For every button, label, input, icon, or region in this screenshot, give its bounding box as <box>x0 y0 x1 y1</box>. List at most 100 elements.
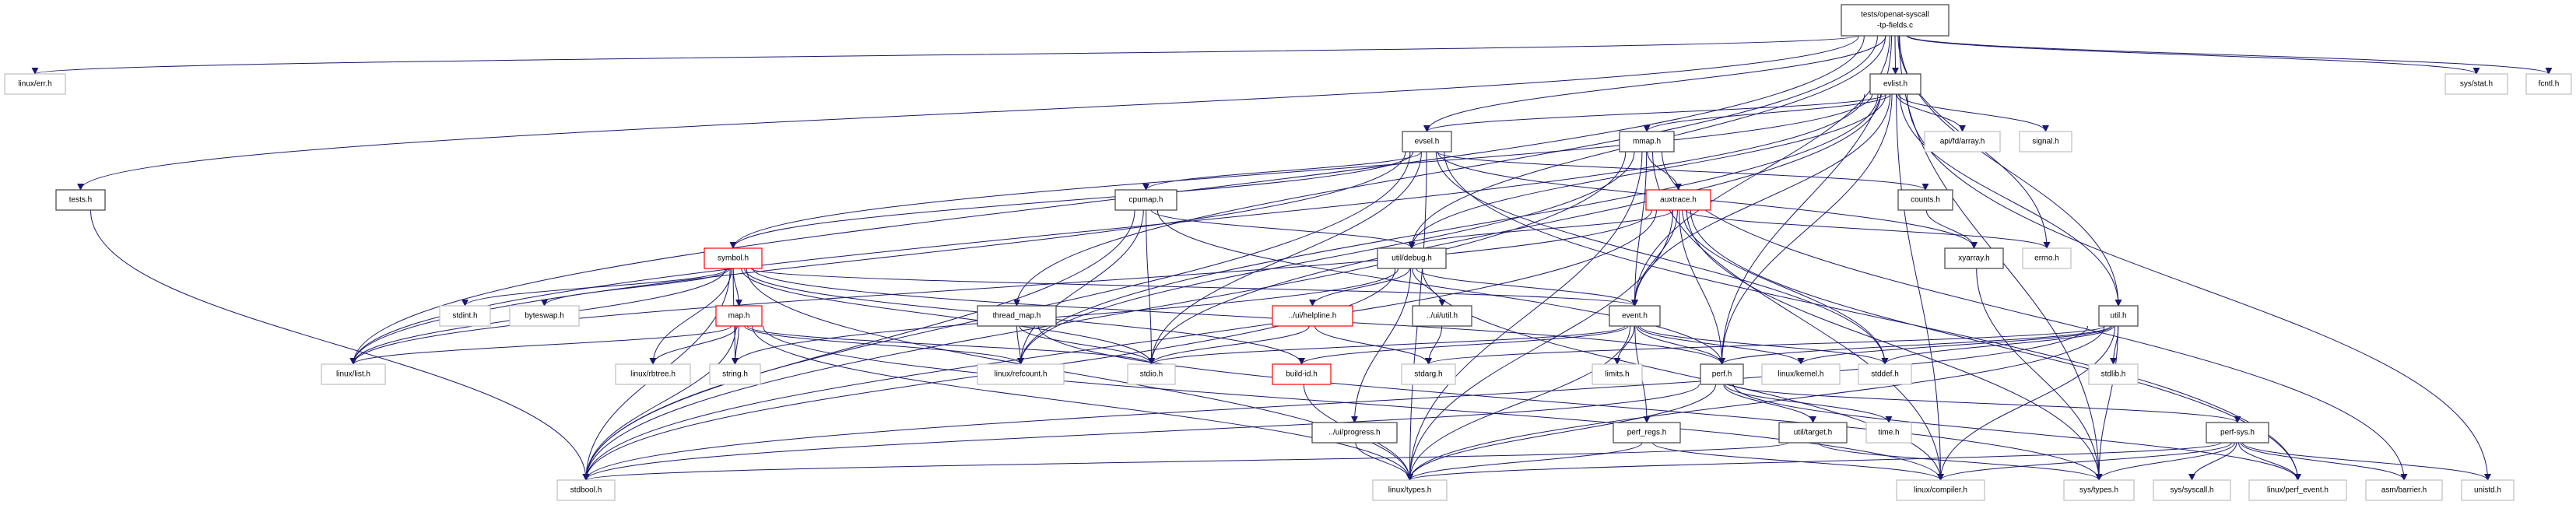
node-map-h[interactable]: map.h <box>715 305 763 327</box>
node-event-h[interactable]: event.h <box>1609 305 1661 327</box>
node-evsel-h[interactable]: evsel.h <box>1402 131 1452 153</box>
edge-util-h-to-linux-compiler-h <box>1937 325 2115 481</box>
node-cpumap-h[interactable]: cpumap.h <box>1114 189 1177 211</box>
edge-evsel-h-to-stdio-h <box>1148 151 1422 365</box>
node-label: stdarg.h <box>1414 370 1442 379</box>
edge-auxtrace-h-to-errno-h <box>1685 209 2051 249</box>
node-box <box>615 363 691 385</box>
edge-util-h-to-linux-kernel-h <box>1797 325 2113 365</box>
node-thread-map-h[interactable]: thread_map.h <box>977 305 1057 327</box>
node-util-h[interactable]: util.h <box>2098 305 2139 327</box>
node-box <box>509 305 580 327</box>
node-linux-err-h: linux/err.h <box>4 73 66 95</box>
node-box <box>1613 422 1681 444</box>
edge-ui-helpline-h-to-stdarg-h <box>1314 325 1432 365</box>
edge-ui-util-h-to-stdarg-h <box>1425 325 1443 365</box>
node-ui-progress-h[interactable]: ../ui/progress.h <box>1311 422 1398 444</box>
edge-map-h-to-linux-rbtree-h <box>649 325 738 365</box>
edge-evsel-h-to-counts-h <box>1436 151 1929 191</box>
edge-map-h-to-stdio-h <box>746 325 1155 365</box>
node-evlist-h[interactable]: evlist.h <box>1869 73 1921 95</box>
node-auxtrace-h[interactable]: auxtrace.h <box>1645 189 1711 211</box>
edge-root-to-sys-stat-h <box>1906 35 2480 75</box>
node-fcntl-h: fcntl.h <box>2525 73 2572 95</box>
node-box <box>1609 305 1661 327</box>
node-label: string.h <box>722 370 748 379</box>
node-box <box>1592 363 1643 385</box>
node-counts-h[interactable]: counts.h <box>1897 189 1953 211</box>
edge-auxtrace-h-to-sys-types-h <box>1686 209 2103 481</box>
edge-perf-h-to-perf-sys-h <box>1732 384 2241 423</box>
node-box <box>1127 363 1176 385</box>
node-box <box>1761 363 1841 385</box>
edges-layer <box>32 35 2553 481</box>
node-label: xyarray.h <box>1958 254 1989 263</box>
node-label: mmap.h <box>1633 138 1661 146</box>
edge-symbol-h-to-stdio-h <box>741 268 1155 365</box>
node-label: stdio.h <box>1140 370 1163 379</box>
node-perf-regs-h[interactable]: perf_regs.h <box>1613 422 1681 444</box>
edge-event-h-to-stdio-h <box>1148 325 1626 365</box>
node-box <box>439 305 491 327</box>
node-perf-sys-h[interactable]: perf-sys.h <box>2206 422 2269 444</box>
node-ui-util-h[interactable]: ../ui/util.h <box>1412 305 1472 327</box>
node-util-debug-h[interactable]: util/debug.h <box>1377 247 1447 269</box>
node-label: evsel.h <box>1415 138 1440 146</box>
node-box <box>1619 131 1675 153</box>
node-linux-refcount-h: linux/refcount.h <box>977 363 1065 385</box>
edge-symbol-h-to-stdint-h <box>462 268 728 307</box>
node-tests-h[interactable]: tests.h <box>55 189 106 211</box>
edge-evlist-h-to-symbol-h <box>729 93 1873 249</box>
node-label: time.h <box>1878 429 1899 437</box>
edge-auxtrace-h-to-perf-h <box>1679 209 1725 365</box>
edge-root-to-linux-err-h <box>32 35 1858 75</box>
node-limits-h: limits.h <box>1592 363 1643 385</box>
node-label: errno.h <box>2034 254 2059 263</box>
node-box <box>1944 247 2004 269</box>
node-sys-syscall-h: sys/syscall.h <box>2153 479 2231 501</box>
node-stddef-h: stddef.h <box>1858 363 1912 385</box>
edge-perf-sys-h-to-unistd-h <box>2241 442 2491 481</box>
node-perf-h[interactable]: perf.h <box>1700 363 1744 385</box>
node-xyarray-h[interactable]: xyarray.h <box>1944 247 2004 269</box>
edge-event-h-to-linux-types-h <box>1406 325 1631 481</box>
edge-mmap-h-to-auxtrace-h <box>1647 151 1682 191</box>
node-label: limits.h <box>1605 370 1629 379</box>
node-box <box>4 73 66 95</box>
node-mmap-h[interactable]: mmap.h <box>1619 131 1675 153</box>
node-box <box>1311 422 1398 444</box>
edge-util-debug-h-to-string-h <box>732 268 1399 365</box>
node-build-id-h[interactable]: build-id.h <box>1272 363 1332 385</box>
nodes-layer: tests/openat-syscall-tp-fields.c linux/er… <box>4 4 2572 501</box>
edge-root-to-linux-list-h <box>349 35 1865 365</box>
node-label: tests.h <box>69 196 92 205</box>
edge-perf-h-to-time-h <box>1725 384 1893 423</box>
node-label: util/target.h <box>1794 429 1832 437</box>
node-ui-helpline-h[interactable]: ../ui/helpline.h <box>1272 305 1353 327</box>
node-util-target-h[interactable]: util/target.h <box>1778 422 1848 444</box>
edge-evlist-h-to-util-h <box>1899 93 2122 307</box>
node-label: map.h <box>728 312 750 321</box>
node-root[interactable]: tests/openat-syscall-tp-fields.c <box>1841 4 1950 37</box>
node-errno-h: errno.h <box>2022 247 2072 269</box>
edge-xyarray-h-to-sys-types-h <box>1976 268 2103 481</box>
node-box <box>977 363 1065 385</box>
node-label: perf_regs.h <box>1627 429 1667 437</box>
edge-util-h-to-perf-h <box>1718 325 2111 365</box>
edge-mmap-h-to-asm-barrier-h <box>1661 151 2408 481</box>
edge-evlist-h-to-util-debug-h <box>1408 93 1886 249</box>
node-stdlib-h: stdlib.h <box>2088 363 2139 385</box>
edge-map-h-to-linux-list-h <box>349 325 732 365</box>
node-label: ../ui/util.h <box>1427 312 1458 321</box>
node-symbol-h[interactable]: symbol.h <box>704 247 763 269</box>
edge-evlist-h-to-perf-h <box>1718 93 1893 365</box>
node-box <box>556 479 616 501</box>
edge-util-h-to-sys-types-h <box>2095 325 2118 481</box>
node-box <box>1272 305 1353 327</box>
edge-mmap-h-to-linux-types-h <box>1406 151 1643 481</box>
edge-tests-h-to-stdbool-h <box>89 209 590 481</box>
edge-symbol-h-to-event-h <box>750 268 1638 307</box>
node-time-h: time.h <box>1865 422 1912 444</box>
node-label: linux/types.h <box>1388 486 1432 495</box>
node-label: unistd.h <box>2474 486 2501 495</box>
